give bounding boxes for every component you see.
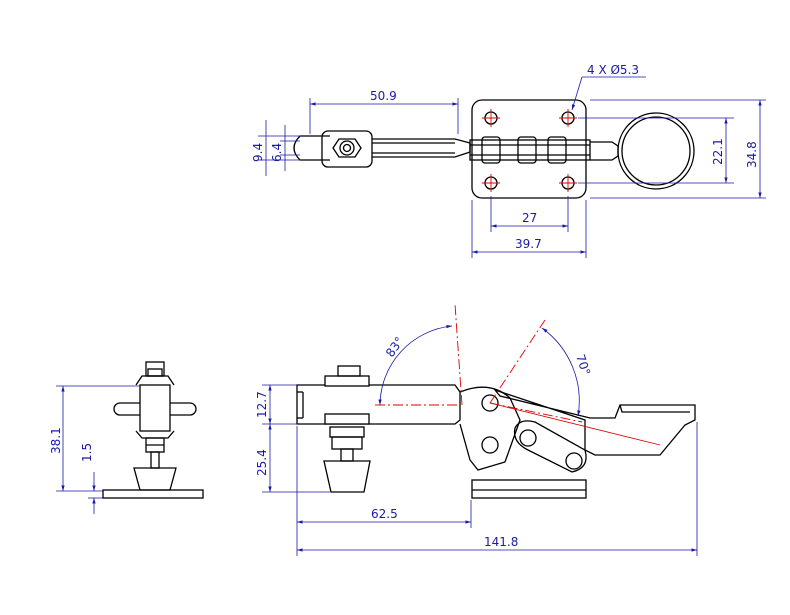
side-view: 83° 70° 12.7 25.4 62.5 141.8 <box>255 303 698 556</box>
top-view: 50.9 4 X Ø5.3 9.4 6.4 27 39.7 <box>251 63 766 258</box>
angle-83: 83° <box>383 334 407 359</box>
hole-callout: 4 X Ø5.3 <box>587 63 639 77</box>
top-dimensions: 50.9 4 X Ø5.3 9.4 6.4 27 39.7 <box>251 63 766 258</box>
dim-62-5: 62.5 <box>371 507 398 521</box>
front-dimensions: 38.1 1.5 <box>49 385 140 514</box>
side-arm <box>296 365 461 493</box>
mounting-holes <box>482 109 577 192</box>
top-arm <box>293 130 471 168</box>
dim-34-8: 34.8 <box>745 141 759 168</box>
dim-22-1: 22.1 <box>711 138 725 165</box>
dim-25-4: 25.4 <box>255 449 269 476</box>
dim-50-9: 50.9 <box>370 89 397 103</box>
dim-6-4: 6.4 <box>270 143 284 162</box>
dim-141-8: 141.8 <box>484 535 518 549</box>
dim-12-7: 12.7 <box>255 391 269 418</box>
side-body <box>459 386 696 499</box>
dim-9-4: 9.4 <box>251 143 265 162</box>
dim-39-7: 39.7 <box>515 237 542 251</box>
side-dimensions: 12.7 25.4 62.5 141.8 <box>255 384 698 556</box>
angle-70: 70° <box>573 353 593 378</box>
dim-38-1: 38.1 <box>49 427 63 454</box>
front-view: 38.1 1.5 <box>49 361 204 514</box>
dim-1-5: 1.5 <box>80 443 94 462</box>
dim-27: 27 <box>522 211 537 225</box>
handle-ring <box>590 112 695 190</box>
top-base-plate <box>469 99 591 199</box>
